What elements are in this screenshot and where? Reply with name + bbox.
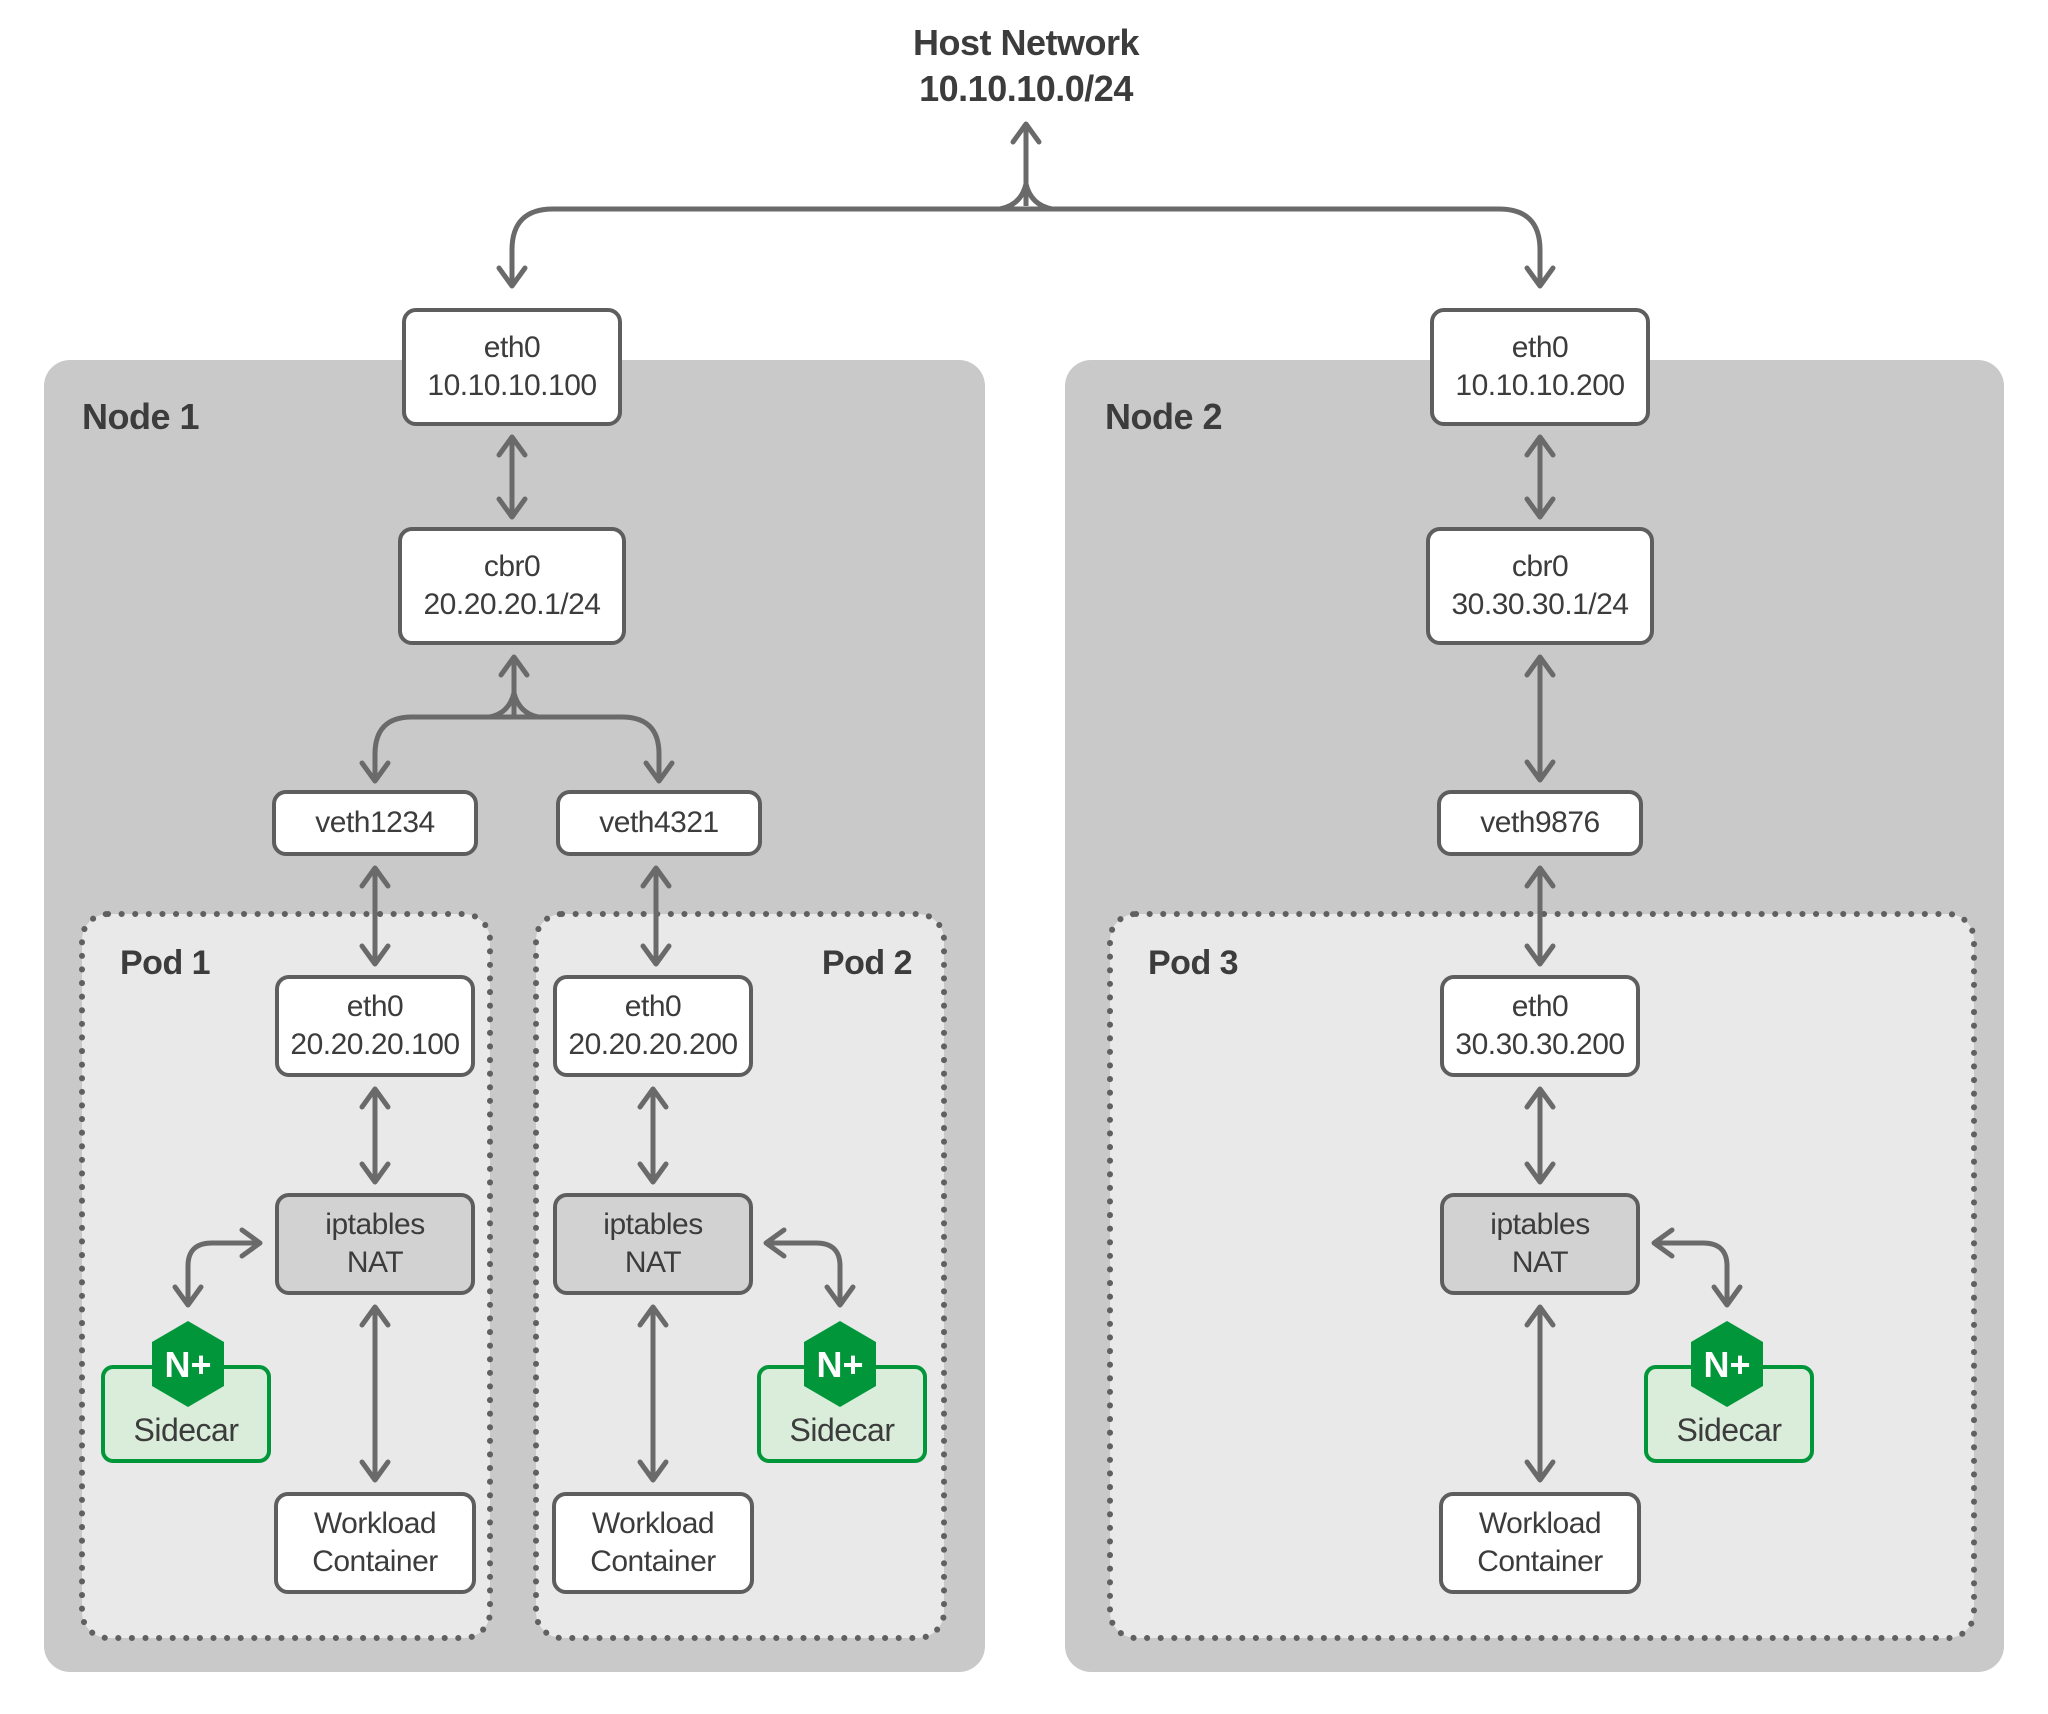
pod1-iptables-nat-box: iptables NAT	[275, 1193, 475, 1295]
pod3-eth0-name: eth0	[1511, 990, 1569, 1023]
pod1-workload-container-box: Workload Container	[274, 1492, 476, 1594]
node1-cbr0-name: cbr0	[483, 550, 541, 583]
node1-veth1234-label: veth1234	[315, 806, 435, 839]
pod3-workload-line1: Workload	[1478, 1507, 1602, 1540]
pod2-nat-line2: NAT	[624, 1246, 682, 1279]
pod3-sidecar-label: Sidecar	[1676, 1412, 1783, 1448]
connector-host-fillet-left	[999, 183, 1029, 212]
node1-cbr0-ip: 20.20.20.1/24	[423, 588, 601, 621]
node1-eth0-box: eth0 10.10.10.100	[402, 308, 622, 426]
nginx-plus-icon: N+	[804, 1321, 876, 1407]
node1-veth4321-label: veth4321	[599, 806, 719, 839]
node2-eth0-name: eth0	[1511, 331, 1569, 364]
pod2-eth0-ip: 20.20.20.200	[568, 1028, 738, 1061]
pod1-eth0-box: eth0 20.20.20.100	[275, 975, 475, 1077]
node1-veth4321-box: veth4321	[556, 790, 762, 856]
pod1-nat-line2: NAT	[346, 1246, 404, 1279]
connector-host-fillet-right	[1023, 183, 1053, 212]
pod1-eth0-ip: 20.20.20.100	[290, 1028, 460, 1061]
node1-label: Node 1	[82, 396, 200, 437]
pod1-workload-line2: Container	[312, 1545, 438, 1578]
pod2-workload-line2: Container	[590, 1545, 716, 1578]
pod2-iptables-nat-box: iptables NAT	[553, 1193, 753, 1295]
node1-eth0-name: eth0	[483, 331, 541, 364]
pod3-eth0-ip: 30.30.30.200	[1455, 1028, 1625, 1061]
node2-cbr0-ip: 30.30.30.1/24	[1451, 588, 1629, 621]
node1-cbr0-box: cbr0 20.20.20.1/24	[398, 527, 626, 645]
nginx-plus-icon-label: N+	[1703, 1344, 1750, 1385]
node2-veth9876-box: veth9876	[1437, 790, 1643, 856]
nginx-plus-icon: N+	[1691, 1321, 1763, 1407]
pod1-eth0-name: eth0	[346, 990, 404, 1023]
pod2-eth0-box: eth0 20.20.20.200	[553, 975, 753, 1077]
pod2-workload-line1: Workload	[591, 1507, 715, 1540]
pod2-workload-container-box: Workload Container	[552, 1492, 754, 1594]
host-network-title: Host Network 10.10.10.0/24	[776, 20, 1276, 112]
node1-eth0-ip: 10.10.10.100	[427, 369, 597, 402]
host-network-title-line2: 10.10.10.0/24	[919, 68, 1133, 109]
pod3-eth0-box: eth0 30.30.30.200	[1440, 975, 1640, 1077]
pod2-nat-line1: iptables	[603, 1208, 703, 1241]
pod1-label: Pod 1	[120, 944, 211, 982]
connector-host-span	[496, 206, 1556, 289]
pod1-nat-line1: iptables	[325, 1208, 425, 1241]
pod3-workload-container-box: Workload Container	[1439, 1492, 1641, 1594]
node2-eth0-box: eth0 10.10.10.200	[1430, 308, 1650, 426]
pod3-label: Pod 3	[1148, 944, 1239, 982]
node1-veth1234-box: veth1234	[272, 790, 478, 856]
host-network-title-line1: Host Network	[912, 22, 1140, 63]
node2-label: Node 2	[1105, 396, 1223, 437]
pod3-nat-line2: NAT	[1511, 1246, 1569, 1279]
nginx-plus-icon: N+	[152, 1321, 224, 1407]
pod3-workload-line2: Container	[1477, 1545, 1603, 1578]
pod1-sidecar-label: Sidecar	[133, 1412, 240, 1448]
pod1-workload-line1: Workload	[313, 1507, 437, 1540]
node2-eth0-ip: 10.10.10.200	[1455, 369, 1625, 402]
node2-veth9876-label: veth9876	[1480, 806, 1600, 839]
pod2-label: Pod 2	[821, 944, 913, 982]
pod3-nat-line1: iptables	[1490, 1208, 1590, 1241]
nginx-plus-icon-label: N+	[164, 1344, 211, 1385]
nginx-plus-icon-label: N+	[816, 1344, 863, 1385]
pod2-eth0-name: eth0	[624, 990, 682, 1023]
node2-cbr0-box: cbr0 30.30.30.1/24	[1426, 527, 1654, 645]
pod3-iptables-nat-box: iptables NAT	[1440, 1193, 1640, 1295]
pod2-sidecar-label: Sidecar	[789, 1412, 896, 1448]
node2-cbr0-name: cbr0	[1511, 550, 1569, 583]
